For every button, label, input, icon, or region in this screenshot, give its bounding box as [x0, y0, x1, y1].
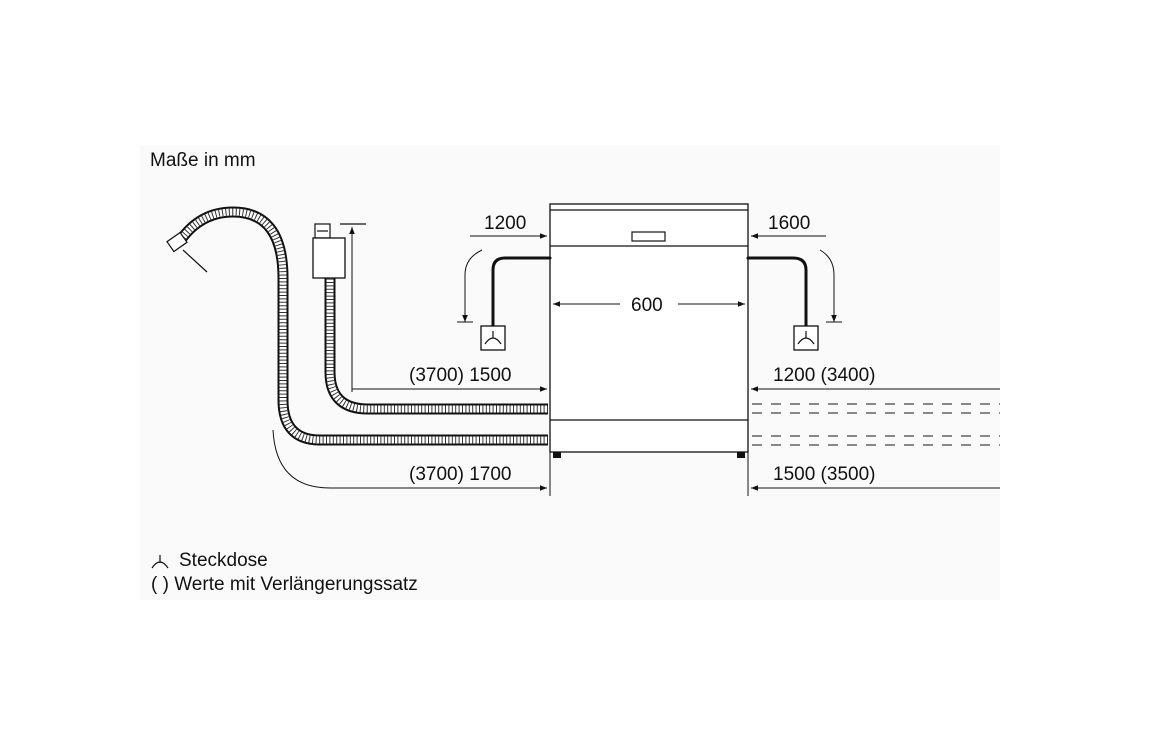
legend-extension-label: ( ) Werte mit Verlängerungssatz [151, 574, 418, 595]
socket-legend-icon [151, 555, 169, 569]
control-display [631, 231, 666, 242]
water-inlet-hose [324, 278, 548, 415]
socket-left-icon [480, 325, 506, 351]
units-caption: Maße in mm [150, 150, 256, 171]
dim-left-drain: (3700) 1700 [409, 464, 511, 485]
hose-continuation-dashes [752, 403, 1000, 446]
legend-socket-label: Steckdose [179, 550, 268, 571]
aquastop-valve-icon [312, 223, 366, 392]
drain-hose-end-icon [166, 231, 208, 273]
dim-right-cable: 1600 [768, 213, 810, 234]
drain-hose [175, 206, 548, 446]
dim-right-inlet: 1200 (3400) [773, 365, 875, 386]
foot-left [553, 452, 561, 458]
dim-left-cable: 1200 [484, 213, 526, 234]
dim-width: 600 [631, 295, 663, 316]
dim-left-inlet: (3700) 1500 [409, 365, 511, 386]
power-cable-right [746, 256, 808, 328]
dishwasher-front-view [549, 203, 749, 458]
foot-right [737, 452, 745, 458]
dim-right-drain: 1500 (3500) [773, 464, 875, 485]
socket-right-icon [793, 325, 819, 351]
power-cable-left [491, 256, 552, 328]
legend: Steckdose ( ) Werte mit Verlängerungssat… [151, 550, 418, 595]
